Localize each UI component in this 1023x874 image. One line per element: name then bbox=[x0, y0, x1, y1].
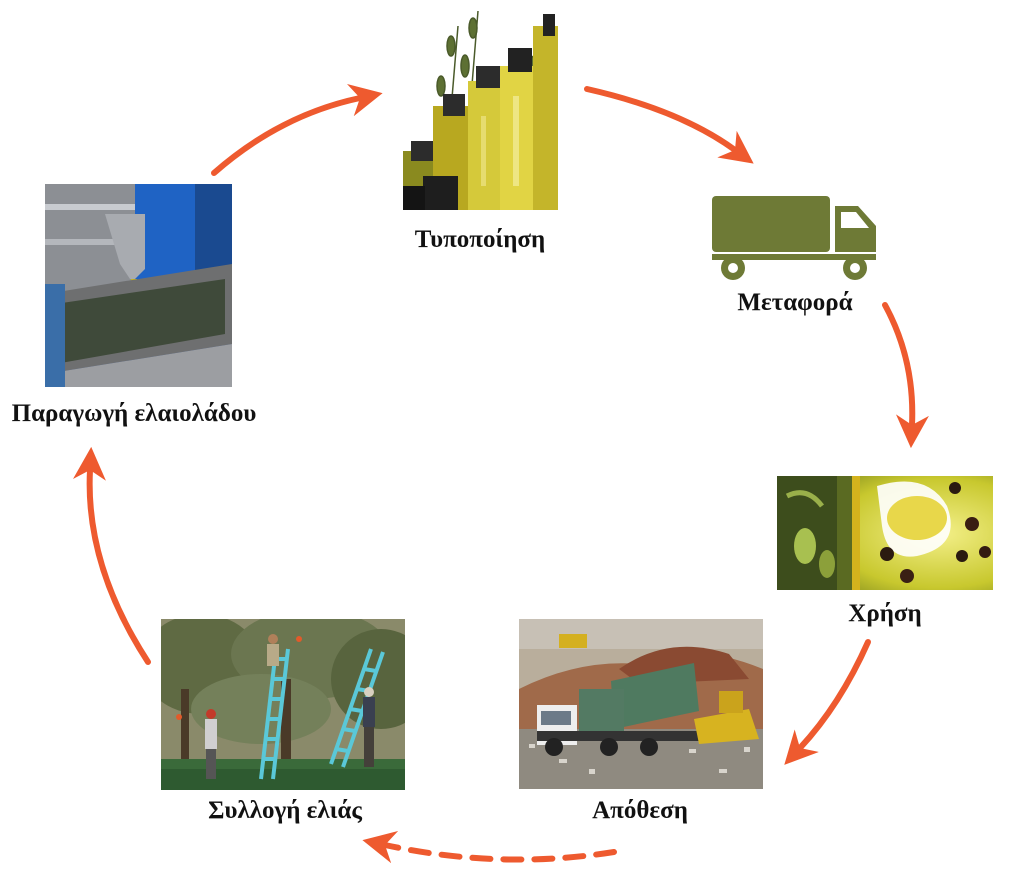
label-packaging: Τυποποίηση bbox=[414, 226, 546, 253]
label-harvest: Συλλογή ελιάς bbox=[208, 797, 362, 824]
olive-oil-bottles-photo bbox=[403, 6, 558, 210]
truck-icon bbox=[710, 190, 880, 282]
landfill-truck-photo bbox=[519, 619, 763, 789]
arrow-transport-to-use bbox=[882, 302, 929, 449]
olive-harvest-photo bbox=[161, 619, 405, 790]
label-transport: Μεταφορά bbox=[737, 289, 853, 316]
oil-press-photo bbox=[45, 184, 232, 387]
arrow-production-to-packaging bbox=[211, 83, 383, 176]
arrow-disposal-to-harvest bbox=[362, 830, 617, 864]
label-production: Παραγωγή ελαιολάδου bbox=[11, 400, 257, 427]
olive-oil-spoon-photo bbox=[777, 476, 993, 590]
arrow-packaging-to-transport bbox=[584, 86, 754, 164]
label-use: Χρήση bbox=[848, 600, 922, 627]
label-disposal: Απόθεση bbox=[592, 797, 688, 824]
arrow-use-to-disposal bbox=[784, 639, 871, 765]
arrow-harvest-to-production bbox=[73, 446, 151, 665]
